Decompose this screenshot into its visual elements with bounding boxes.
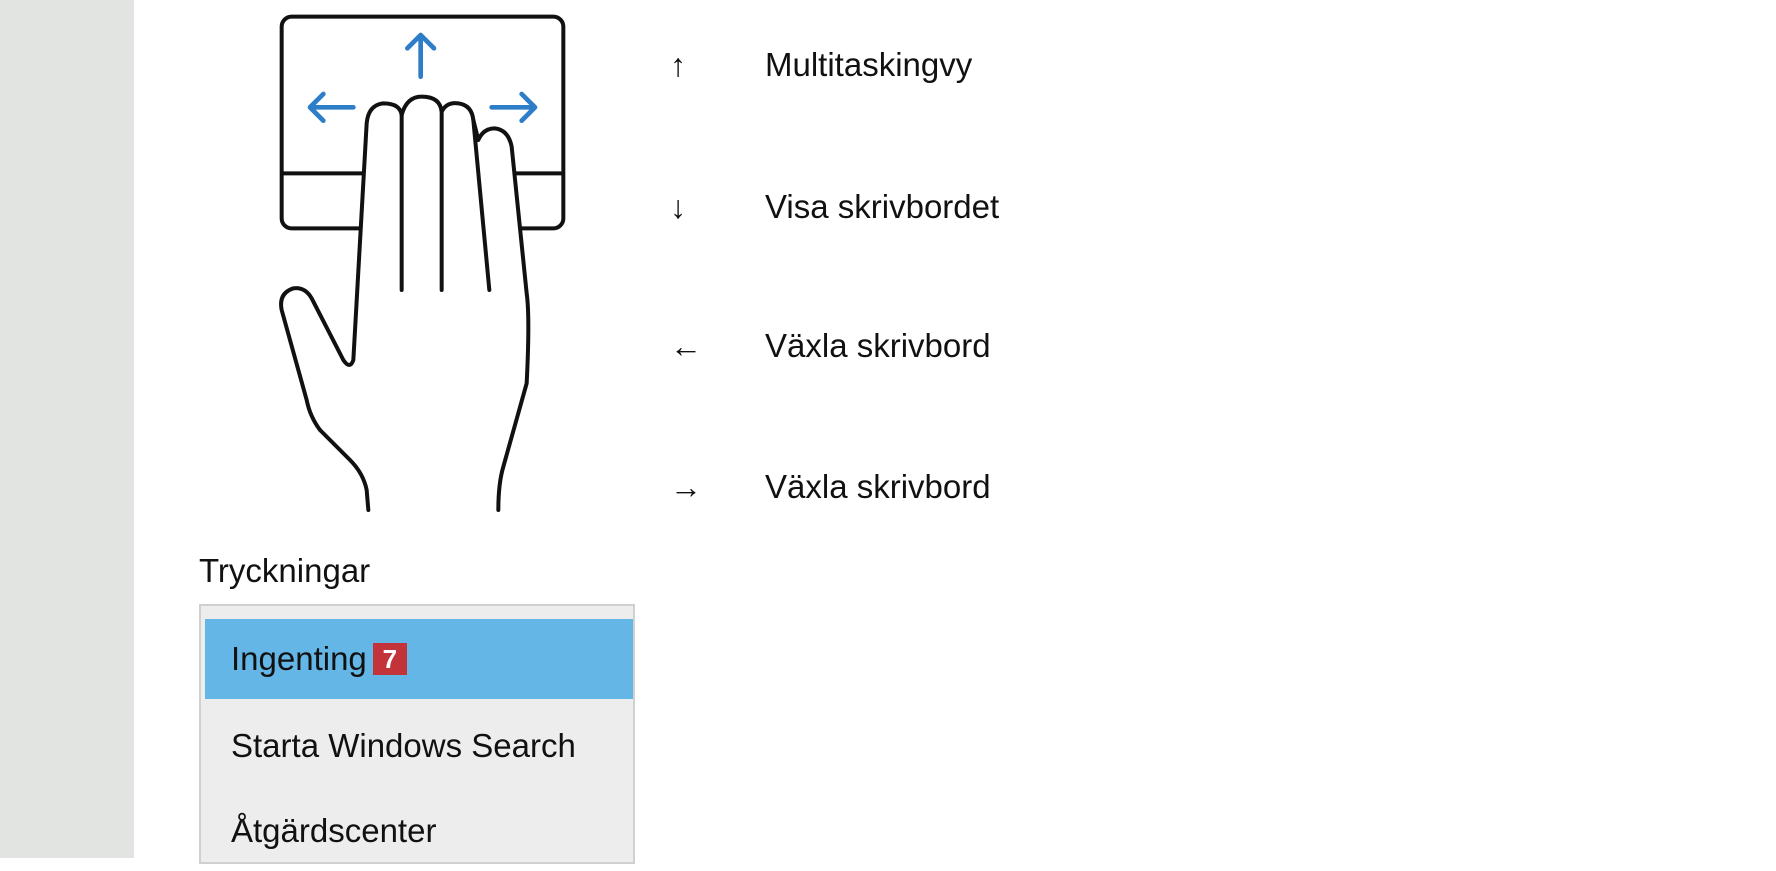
swipe-arrows-icon (307, 32, 538, 123)
gesture-row-right: → Växla skrivbord (670, 467, 991, 507)
option-atgardscenter[interactable]: Åtgärdscenter (205, 791, 633, 871)
option-label: Åtgärdscenter (231, 812, 437, 849)
taps-label: Tryckningar (199, 552, 371, 589)
four-finger-swipe-illustration (279, 14, 566, 512)
option-label: Starta Windows Search (231, 727, 576, 764)
gesture-row-up: ↑ Multitaskingvy (670, 45, 972, 85)
gesture-label: Växla skrivbord (765, 468, 991, 505)
gesture-row-down: ↓ Visa skrivbordet (670, 187, 999, 227)
option-label: Ingenting (231, 640, 367, 677)
gesture-row-left: ← Växla skrivbord (670, 326, 991, 366)
hand-icon (279, 94, 531, 512)
arrow-left-icon: ← (670, 328, 702, 364)
annotation-badge: 7 (372, 643, 407, 675)
gesture-label: Växla skrivbord (765, 327, 991, 364)
arrow-down-icon: ↓ (670, 189, 686, 225)
option-starta-windows-search[interactable]: Starta Windows Search (205, 706, 633, 786)
arrow-right-icon: → (670, 469, 702, 505)
arrow-up-icon: ↑ (670, 47, 686, 83)
gesture-label: Visa skrivbordet (765, 188, 1000, 225)
gesture-label: Multitaskingvy (765, 46, 973, 83)
sidebar (0, 0, 134, 858)
